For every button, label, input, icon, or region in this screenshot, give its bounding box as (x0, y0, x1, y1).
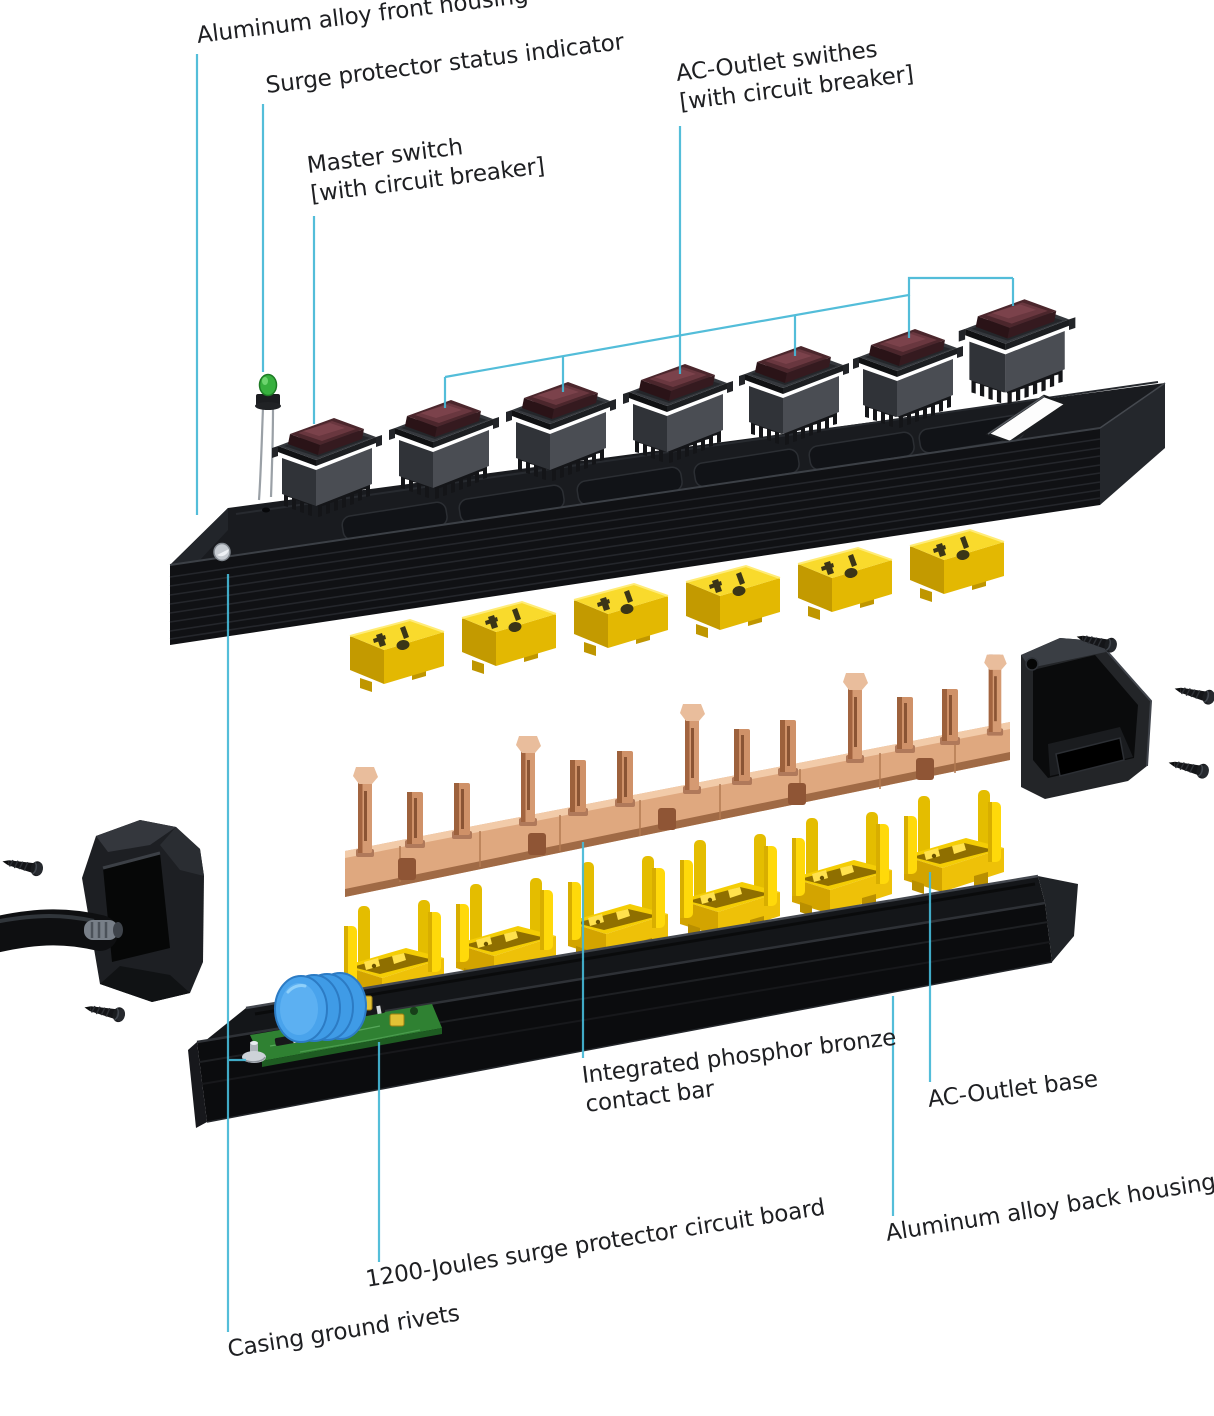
resistor (389, 1013, 405, 1027)
screw-left-2 (82, 999, 128, 1025)
terminal-11 (895, 697, 915, 753)
mov-discs (274, 972, 367, 1043)
circuit-board (242, 972, 442, 1067)
terminal-7 (680, 704, 705, 794)
front-housing (169, 381, 1166, 645)
rocker-switch-6 (958, 299, 1076, 405)
outlet-base-5 (792, 812, 892, 916)
leader-lines (195, 54, 1015, 1332)
outlet-face-4 (685, 565, 781, 639)
right-end-cap (1021, 638, 1153, 799)
terminal-6 (615, 751, 635, 807)
screw-right-2 (1172, 680, 1214, 707)
outlet-face-6 (909, 529, 1005, 603)
screw-left-1 (0, 853, 46, 879)
outlet-face-1 (349, 619, 445, 693)
leader-outlet-switches (443, 126, 1015, 408)
leader-ground-rivets (226, 574, 246, 1332)
terminal-12 (940, 689, 960, 745)
terminal-1 (353, 767, 378, 857)
contact-bar (345, 654, 1010, 897)
front-ground-rivet (213, 542, 231, 562)
board-hole (410, 1007, 418, 1015)
housing-ribs (169, 438, 1101, 640)
terminal-4 (516, 736, 541, 826)
terminal-3 (452, 783, 472, 839)
terminal-10 (843, 673, 868, 763)
cord-metal-tip (84, 920, 123, 940)
power-cord (0, 909, 123, 953)
terminal-8 (732, 729, 752, 785)
left-end-cap (82, 820, 204, 1002)
front-clips (398, 758, 934, 880)
terminal-5 (568, 760, 588, 816)
outlet-face-5 (797, 547, 893, 621)
outlet-face-3 (573, 583, 669, 657)
status-led (255, 373, 281, 501)
terminal-2 (405, 792, 425, 848)
outlet-base-6 (904, 790, 1004, 894)
outlet-face-2 (461, 601, 557, 675)
terminal-9 (778, 720, 798, 776)
screw-right-3 (1166, 754, 1212, 781)
led-mount-hole (262, 507, 270, 513)
